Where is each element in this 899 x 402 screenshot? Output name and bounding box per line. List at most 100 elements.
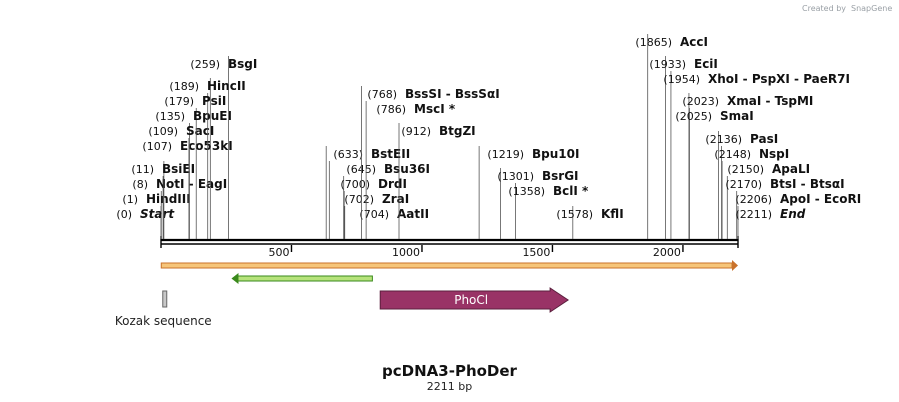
- site-saci: (109) SacI: [148, 123, 214, 239]
- site-name-label: BsiEI: [162, 162, 195, 176]
- site-name-label: BclI *: [553, 184, 589, 198]
- site-start: (0) Start: [116, 206, 175, 239]
- site-name-label: AccI: [680, 35, 708, 49]
- site-position-label: (912): [401, 125, 431, 138]
- site-nspi: (2148) NspI: [714, 146, 789, 239]
- site-name-label: BstEII: [371, 147, 410, 161]
- site-xmai: (2023)XmaI - TspMI: [682, 93, 813, 239]
- reverse-feature: [231, 273, 373, 284]
- site-noti: (8) NotI - EagI: [132, 176, 227, 239]
- ruler-tick-label: 1500: [522, 246, 550, 259]
- site-name-label: ZraI: [382, 192, 409, 206]
- site-eco53ki: (107) Eco53kI: [142, 138, 233, 239]
- site-bpu10i: (1219) Bpu10I: [478, 146, 579, 239]
- site-position-label: (135): [155, 110, 185, 123]
- site-acci: (1865) AccI: [635, 34, 708, 239]
- site-position-label: (179): [164, 95, 194, 108]
- site-apali: (2150) ApaLI: [721, 161, 810, 239]
- full-span-feature-arrowhead: [732, 260, 738, 271]
- site-name-label: ApaLI: [772, 162, 810, 176]
- site-bsgi: (259) BsgI: [190, 56, 257, 239]
- site-position-label: (8): [132, 178, 148, 191]
- ruler-tick-label: 500: [268, 246, 289, 259]
- ruler-tick-label: 2000: [653, 246, 681, 259]
- site-name-label: Start: [140, 207, 175, 221]
- site-position-label: (1301): [497, 170, 534, 183]
- site-position-label: (259): [190, 58, 220, 71]
- reverse-feature-bar: [236, 275, 373, 282]
- kozak-sequence-box: [162, 290, 168, 308]
- site-name-label: End: [780, 207, 806, 221]
- site-name-label: NotI - EagI: [156, 177, 227, 191]
- site-position-label: (109): [148, 125, 178, 138]
- site-name-label: XmaI - TspMI: [727, 94, 813, 108]
- site-position-label: (2148): [714, 148, 751, 161]
- phocl: PhoCl: [379, 287, 570, 313]
- site-name-label: PsiI: [202, 94, 226, 108]
- site-position-label: (1358): [508, 185, 545, 198]
- site-psii: (179) PsiI: [164, 93, 226, 239]
- site-hincii: (189) HincII: [169, 78, 246, 239]
- site-position-label: (1219): [487, 148, 524, 161]
- site-bsteii: (633) BstEII: [325, 146, 410, 239]
- site-name-label: BsgI: [228, 57, 257, 71]
- site-zrai: (702) ZraI: [343, 191, 409, 239]
- site-bpuei: (135)BpuEI: [155, 108, 232, 239]
- site-bsrgi: (1301) BsrGI: [497, 168, 579, 239]
- site-bsiei: (11)BsiEI: [131, 161, 195, 239]
- site-name-label: Bpu10I: [532, 147, 579, 161]
- site-name-label: HindIII: [146, 192, 191, 206]
- phocl-label: PhoCl: [454, 293, 488, 307]
- site-name-label: Bsu36I: [384, 162, 430, 176]
- features-track: Kozak sequence PhoCl: [115, 260, 738, 328]
- site-name-label: XhoI - PspXI - PaeR7I: [708, 72, 850, 86]
- site-name-label: BssSI - BssSαI: [405, 87, 500, 101]
- site-position-label: (107): [142, 140, 172, 153]
- site-kfli: (1578)KflI: [556, 206, 624, 239]
- site-aatii: (704)AatII: [344, 206, 429, 239]
- site-position-label: (1865): [635, 36, 672, 49]
- kozak-sequence: Kozak sequence: [115, 290, 212, 328]
- site-position-label: (2206): [735, 193, 772, 206]
- credit: Created by SnapGene: [802, 4, 892, 13]
- site-apoi: (2206)ApoI - EcoRI: [735, 191, 861, 239]
- site-name-label: NspI: [759, 147, 789, 161]
- restriction-sites: (0) Start(1) HindIII(8) NotI - EagI(11)BsiE…: [116, 34, 861, 239]
- site-position-label: (702): [344, 193, 374, 206]
- site-pasi: (2136)PasI: [705, 131, 778, 239]
- site-end: (2211)End: [735, 206, 806, 239]
- site-name-label: SmaI: [720, 109, 754, 123]
- plasmid-name: pcDNA3-PhoDer: [382, 362, 518, 380]
- site-btsi: (2170)BtsI - BtsαI: [725, 176, 845, 239]
- credit-text: Created by: [802, 4, 846, 13]
- site-ecii: (1933)EciI: [649, 56, 718, 239]
- site-name-label: HincII: [207, 79, 246, 93]
- site-bsssi: (768) BssSI - BssSαI: [361, 86, 500, 239]
- site-name-label: MscI *: [414, 102, 456, 116]
- site-smai: (2025) SmaI: [675, 108, 754, 239]
- site-name-label: BsrGI: [542, 169, 579, 183]
- site-position-label: (2170): [725, 178, 762, 191]
- site-position-label: (2025): [675, 110, 712, 123]
- site-position-label: (786): [376, 103, 406, 116]
- site-position-label: (1933): [649, 58, 686, 71]
- site-position-label: (1): [122, 193, 138, 206]
- site-position-label: (1578): [556, 208, 593, 221]
- reverse-feature-arrowhead: [231, 273, 239, 284]
- site-position-label: (704): [359, 208, 389, 221]
- site-msci: (786) MscI *: [365, 101, 456, 239]
- site-position-label: (768): [367, 88, 397, 101]
- kozak-sequence-label: Kozak sequence: [115, 314, 212, 328]
- site-name-label: Eco53kI: [180, 139, 233, 153]
- site-bcli: (1358) BclI *: [508, 183, 589, 239]
- site-name-label: BtgZI: [439, 124, 476, 138]
- site-name-label: SacI: [186, 124, 214, 138]
- site-position-label: (0): [116, 208, 132, 221]
- phocl-arrow: [379, 287, 570, 313]
- site-position-label: (189): [169, 80, 199, 93]
- site-hindiii: (1) HindIII: [122, 191, 191, 239]
- site-position-label: (2150): [727, 163, 764, 176]
- site-position-label: (633): [333, 148, 363, 161]
